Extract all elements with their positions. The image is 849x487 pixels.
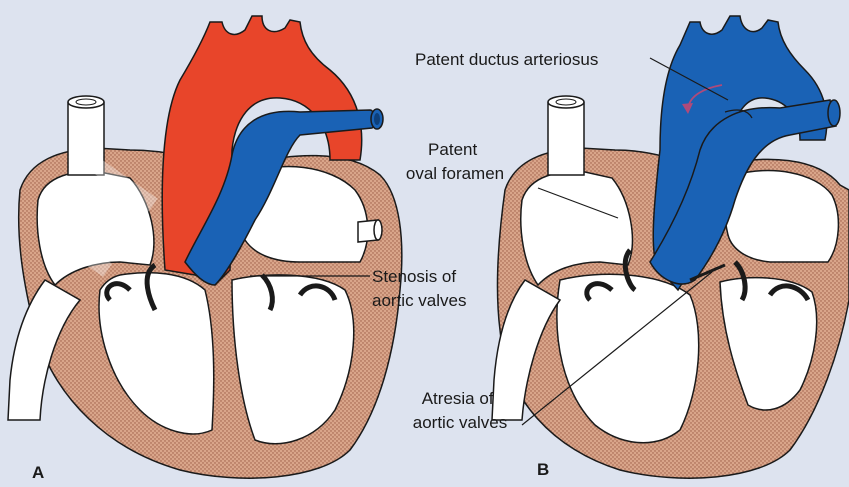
panel-b-superior-vena-cava: [548, 98, 584, 176]
panel-b-heart: [492, 16, 849, 478]
panel-b-left-atrium: [725, 171, 838, 262]
foramen-label-line-2: oval foramen: [406, 164, 504, 183]
atresia-label-line-2: aortic valves: [413, 413, 507, 432]
stenosis-label-line-2: aortic valves: [372, 291, 466, 310]
atresia-label-line-1: Atresia of: [422, 389, 494, 408]
panel-a-label: A: [32, 463, 44, 482]
ductus-label: Patent ductus arteriosus: [415, 50, 598, 69]
foramen-label: Patent oval foramen: [406, 140, 504, 183]
stenosis-label-line-1: Stenosis of: [372, 267, 456, 286]
foramen-label-line-1: Patent: [428, 140, 477, 159]
panel-b-label: B: [537, 460, 549, 479]
